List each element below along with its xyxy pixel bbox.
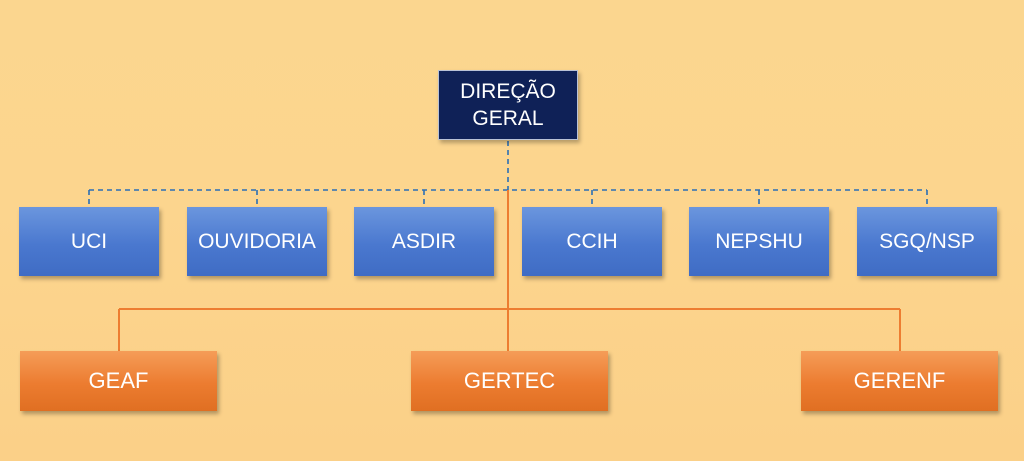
node-asdir: ASDIR [354,207,494,276]
node-gerenf: GERENF [801,351,998,411]
root-label-line1: DIREÇÃO [460,80,556,103]
node-ouvidoria: OUVIDORIA [187,207,327,276]
node-uci: UCI [19,207,159,276]
node-nepshu: NEPSHU [689,207,829,276]
root-label-line2: GERAL [472,107,544,130]
node-gertec: GERTEC [411,351,608,411]
node-geaf: GEAF [20,351,217,411]
node-ccih: CCIH [522,207,662,276]
node-sgq-nsp: SGQ/NSP [857,207,997,276]
node-direcao-geral: DIREÇÃO GERAL [438,70,578,140]
hierarchy-connectors [118,190,901,351]
